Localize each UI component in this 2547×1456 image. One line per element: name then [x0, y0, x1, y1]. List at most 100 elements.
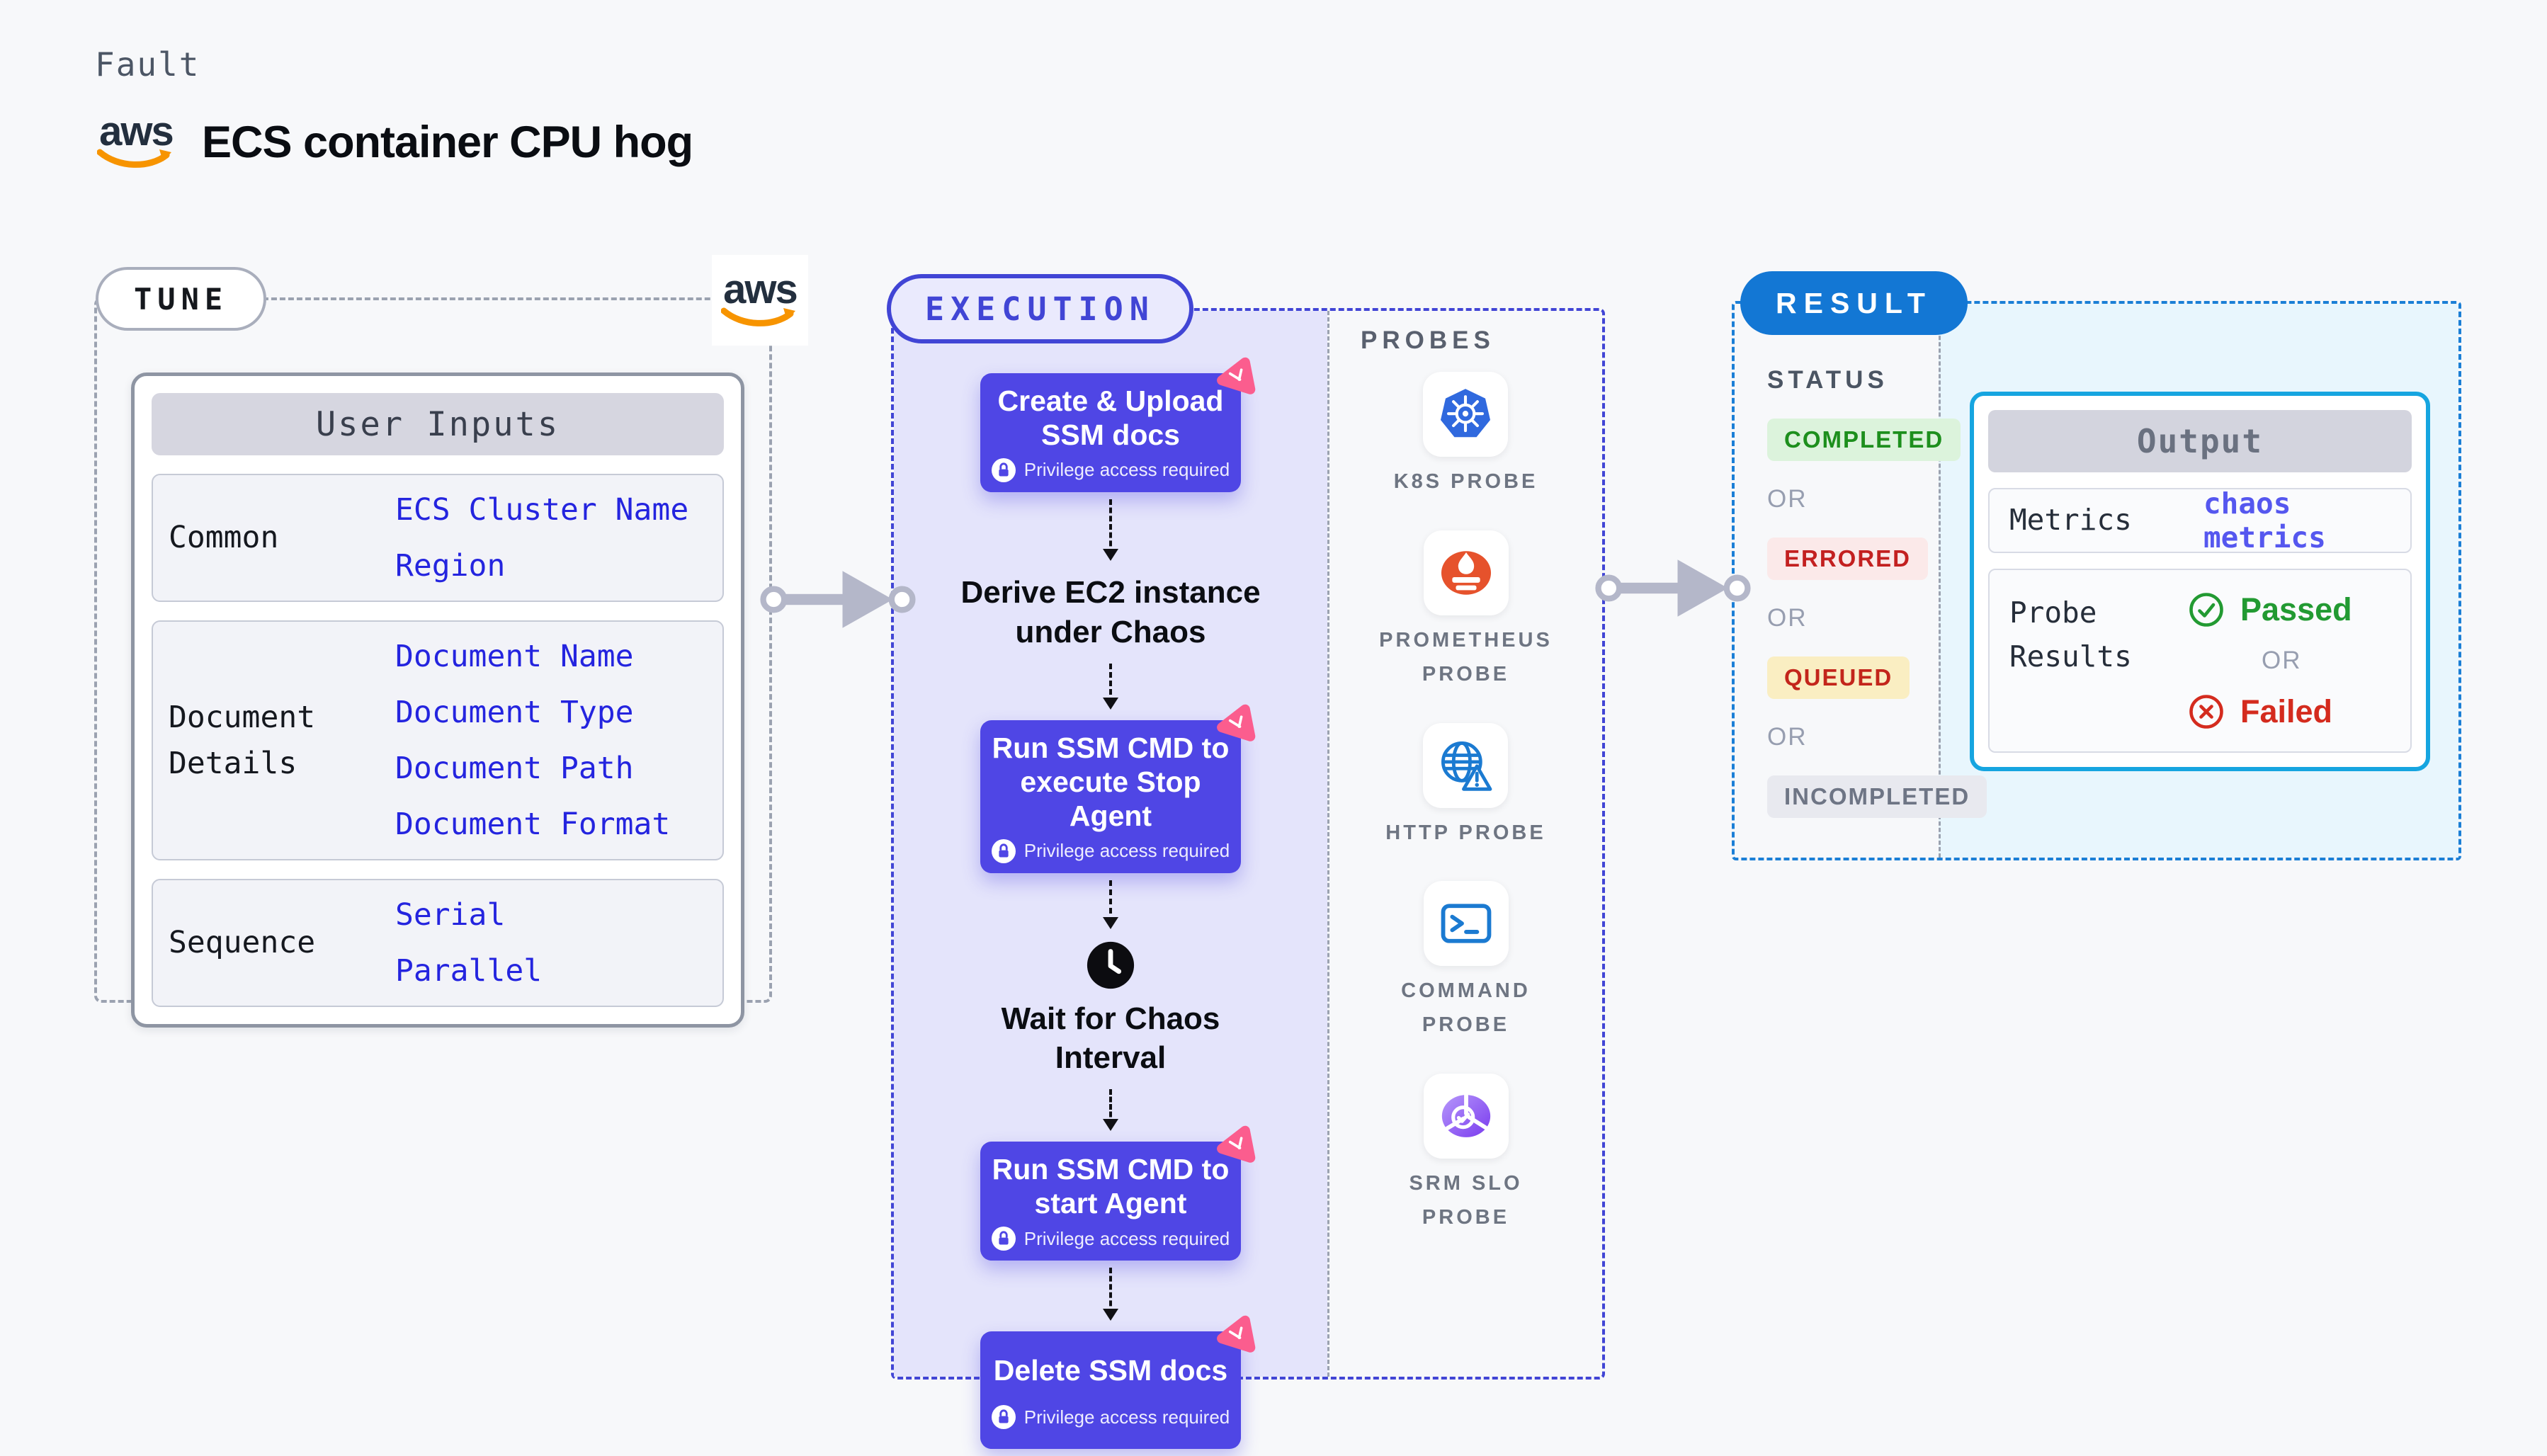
- step-run-ssm-cmd-stop-agent: Run SSM CMD to execute Stop Agent Privil…: [980, 704, 1256, 873]
- status-heading: STATUS: [1767, 366, 1888, 394]
- aws-swoosh-icon: [721, 307, 795, 326]
- or-separator: OR: [1767, 604, 1808, 632]
- step-title: Run SSM CMD to start Agent: [992, 1153, 1230, 1220]
- input-link[interactable]: Serial: [395, 897, 506, 933]
- step-wait-for-chaos-interval: Wait for Chaos Interval: [1001, 1001, 1220, 1076]
- terminal-icon: [1441, 904, 1491, 944]
- or-separator: OR: [2262, 647, 2302, 674]
- step-title: Delete SSM docs: [993, 1354, 1228, 1387]
- lock-icon: [991, 838, 1016, 863]
- table-row-sequence: Sequence Serial Parallel: [152, 879, 724, 1007]
- output-header: Output: [1988, 410, 2412, 472]
- http-globe-icon: [1441, 741, 1492, 791]
- metrics-row: Metrics chaos metrics: [1988, 487, 2412, 554]
- kubernetes-icon: [1441, 389, 1491, 438]
- privilege-label: Privilege access required: [1023, 1227, 1230, 1249]
- privilege-note: Privilege access required: [990, 1405, 1231, 1430]
- connector-arrow-tune-execution: [760, 571, 916, 628]
- lock-icon: [991, 457, 1016, 482]
- output-table: Output Metrics chaos metrics Probe Resul…: [1970, 392, 2430, 771]
- privilege-note: Privilege access required: [990, 1227, 1231, 1251]
- chaos-step-icon: [1217, 357, 1256, 394]
- privilege-label: Privilege access required: [1023, 459, 1230, 481]
- aws-wordmark: aws: [99, 108, 174, 154]
- row-label: Document Details: [169, 700, 316, 781]
- lock-icon: [991, 1405, 1016, 1430]
- table-row-document-details: Document Details Document Name Document …: [152, 620, 724, 860]
- input-link[interactable]: Document Format: [395, 807, 671, 842]
- flow-arrow-down: [1103, 499, 1118, 561]
- input-link[interactable]: Region: [395, 548, 506, 584]
- probe-label: K8S PROBE: [1393, 470, 1538, 493]
- tune-section: TUNE aws User Inputs Common ECS Cluster …: [94, 255, 808, 1028]
- privilege-label: Privilege access required: [1023, 1406, 1230, 1428]
- flow-arrow-down: [1103, 663, 1118, 710]
- connector-arrow-execution-result: [1595, 559, 1751, 617]
- prometheus-icon: [1441, 551, 1491, 595]
- or-separator: OR: [1767, 723, 1808, 751]
- step-run-ssm-cmd-start-agent: Run SSM CMD to start Agent Privilege acc…: [980, 1126, 1256, 1261]
- status-badge-errored: ERRORED: [1767, 538, 1929, 580]
- status-panel: STATUS COMPLETED OR ERRORED OR QUEUED OR…: [1767, 366, 1987, 818]
- status-badge-queued: QUEUED: [1767, 656, 1910, 699]
- aws-logo: aws: [94, 108, 178, 172]
- wait-clock-icon: [1087, 941, 1135, 989]
- user-inputs-table: User Inputs Common ECS Cluster Name Regi…: [131, 372, 744, 1028]
- passed-row: Passed: [2188, 591, 2352, 628]
- probe-card: [1423, 530, 1509, 615]
- probe-label: COMMAND PROBE: [1401, 979, 1531, 1037]
- page-title: ECS container CPU hog: [202, 117, 693, 167]
- probe-card: [1423, 372, 1509, 457]
- step-delete-ssm-docs: Delete SSM docs Privilege access require…: [980, 1316, 1256, 1450]
- passed-label: Passed: [2240, 591, 2352, 627]
- probes-panel: PROBES K8S PROBE: [1327, 311, 1602, 1377]
- step-derive-ec2-instance: Derive EC2 instance under Chaos: [960, 574, 1261, 649]
- execution-section: EXECUTION Create & Upload SSM docs Privi…: [887, 274, 1605, 1450]
- probe-label: HTTP PROBE: [1385, 821, 1546, 844]
- probe-http: HTTP PROBE: [1385, 722, 1546, 851]
- chaos-metrics-link[interactable]: chaos metrics: [2203, 487, 2326, 554]
- probe-card: [1423, 1074, 1509, 1159]
- fault-kicker: Fault: [95, 45, 200, 84]
- status-badge-incompleted: INCOMPLETED: [1767, 775, 1987, 818]
- step-create-upload-ssm-docs: Create & Upload SSM docs Privilege acces…: [980, 357, 1256, 492]
- srm-slo-icon: [1441, 1093, 1490, 1137]
- probe-results-row: Probe Results Passed OR: [1988, 569, 2412, 753]
- execution-steps: Create & Upload SSM docs Privilege acces…: [894, 311, 1327, 1450]
- privilege-note: Privilege access required: [990, 457, 1231, 482]
- chaos-step-icon: [1217, 704, 1256, 741]
- or-separator: OR: [1767, 485, 1808, 513]
- step-title: Create & Upload SSM docs: [997, 385, 1224, 451]
- chaos-step-icon: [1217, 1316, 1256, 1353]
- chaos-step-icon: [1217, 1126, 1256, 1164]
- step-title: Run SSM CMD to execute Stop Agent: [992, 731, 1230, 832]
- probe-card: [1423, 881, 1509, 967]
- status-badge-completed: COMPLETED: [1767, 419, 1961, 461]
- row-label: Sequence: [169, 925, 316, 961]
- probe-command: COMMAND PROBE: [1378, 881, 1555, 1042]
- probe-prometheus: PROMETHEUS PROBE: [1378, 530, 1555, 692]
- probe-k8s: K8S PROBE: [1394, 372, 1538, 499]
- input-link[interactable]: Document Path: [395, 751, 634, 786]
- row-label: Common: [169, 520, 279, 556]
- x-circle-icon: [2189, 695, 2223, 729]
- probe-results-label: Probe Results: [2009, 596, 2132, 673]
- metrics-label: Metrics: [2009, 503, 2132, 538]
- aws-wordmark: aws: [723, 266, 798, 313]
- privilege-label: Privilege access required: [1023, 840, 1230, 862]
- probe-label: SRM SLO PROBE: [1409, 1172, 1523, 1229]
- input-link[interactable]: ECS Cluster Name: [395, 492, 689, 528]
- probes-heading: PROBES: [1361, 326, 1495, 354]
- flow-arrow-down: [1103, 880, 1118, 929]
- probe-label: PROMETHEUS PROBE: [1379, 628, 1553, 686]
- table-row-common: Common ECS Cluster Name Region: [152, 474, 724, 602]
- probe-card: [1423, 722, 1509, 808]
- input-link[interactable]: Document Name: [395, 639, 634, 674]
- input-link[interactable]: Parallel: [395, 953, 543, 989]
- title-row: aws ECS container CPU hog: [94, 108, 693, 172]
- aws-swoosh-icon: [97, 149, 171, 169]
- result-badge: RESULT: [1740, 271, 1968, 335]
- flow-arrow-down: [1103, 1089, 1118, 1132]
- input-link[interactable]: Document Type: [395, 695, 634, 730]
